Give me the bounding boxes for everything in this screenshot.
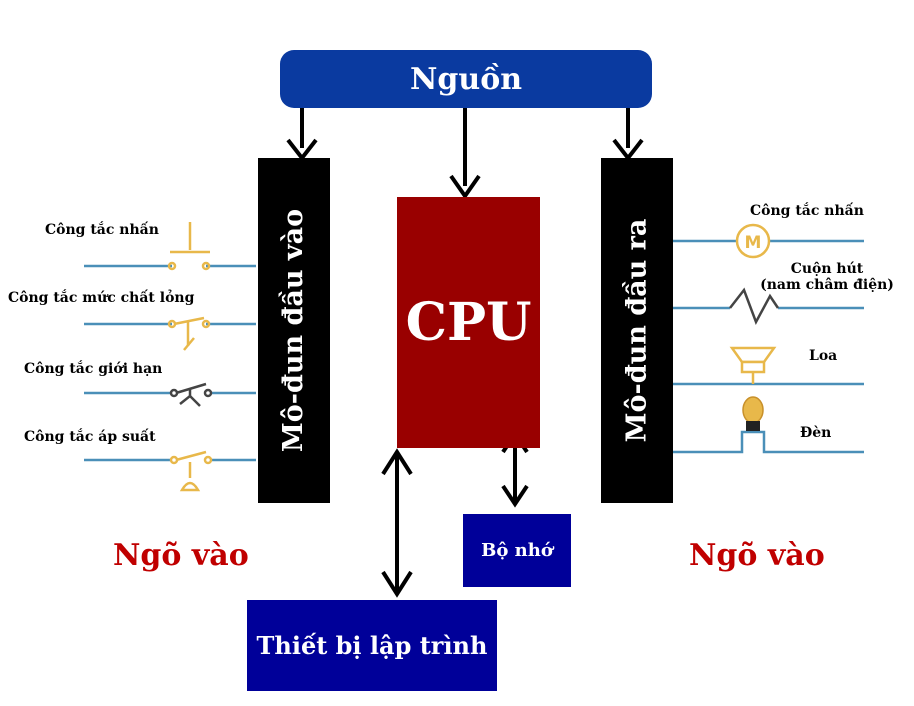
solenoid-symbol — [729, 287, 780, 326]
input-module-label: Mô-đun đầu vào — [278, 208, 310, 453]
speaker-symbol — [729, 346, 777, 384]
output-wires — [673, 239, 864, 454]
pressure-switch-symbol — [169, 450, 213, 492]
power-supply-box: Nguồn — [280, 50, 652, 108]
output-module-box: Mô-đun đầu ra — [601, 158, 673, 503]
motor-letter-icon: M — [745, 233, 762, 253]
solenoid-label: Cuộn hút (nam châm điện) — [755, 261, 899, 293]
motor-label: Công tắc nhấn — [750, 203, 864, 219]
limit-switch-symbol — [169, 382, 213, 407]
cpu-box: CPU — [397, 197, 540, 448]
lamp-symbol — [742, 396, 764, 431]
power-arrows — [286, 108, 644, 200]
cpu-programmer-arrow — [381, 448, 413, 598]
outputs-title: Ngõ vào — [689, 538, 825, 573]
level-switch-symbol — [167, 316, 211, 351]
input-wires — [84, 264, 256, 462]
limit-switch-label: Công tắc giới hạn — [24, 361, 163, 377]
memory-box: Bộ nhớ — [463, 514, 571, 587]
programming-device-box: Thiết bị lập trình — [247, 600, 497, 691]
level-switch-label: Công tắc mức chất lỏng — [8, 290, 195, 306]
speaker-label: Loa — [809, 348, 838, 364]
input-module-box: Mô-đun đầu vào — [258, 158, 330, 503]
motor-symbol — [735, 223, 771, 259]
output-module-label: Mô-đun đầu ra — [621, 218, 653, 443]
solenoid-label-line1: Cuộn hút — [790, 261, 864, 277]
push-button-symbol — [167, 222, 211, 271]
push-button-label: Công tắc nhấn — [45, 222, 159, 238]
lamp-label: Đèn — [800, 425, 832, 441]
pressure-switch-label: Công tắc áp suất — [24, 429, 156, 445]
inputs-title: Ngõ vào — [113, 538, 249, 573]
solenoid-label-line2: (nam châm điện) — [760, 277, 894, 293]
